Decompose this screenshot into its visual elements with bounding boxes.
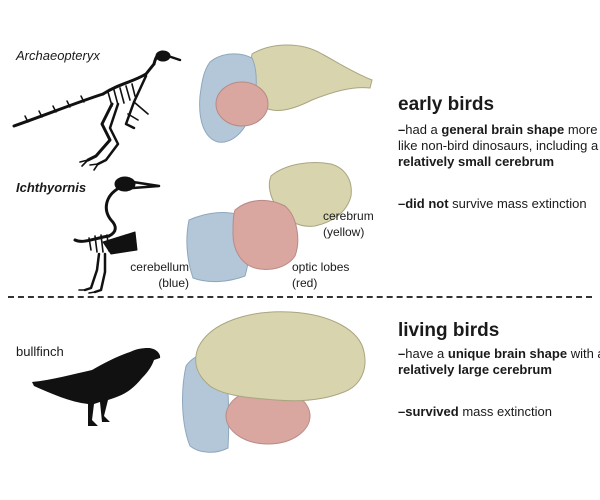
- optic-lobes-label: optic lobes (red): [292, 259, 349, 291]
- bold-part: relatively large cerebrum: [398, 362, 552, 377]
- bullfinch-label: bullfinch: [16, 344, 64, 359]
- ichthyornis-optic-lobes: [232, 200, 299, 270]
- bold-part: general brain shape: [441, 122, 565, 137]
- optic-lobes-color-text: (red): [292, 276, 318, 290]
- cerebellum-label: cerebellum (blue): [125, 259, 189, 291]
- ichthyornis-label: Ichthyornis: [16, 180, 87, 195]
- ichthyornis-brain: [186, 162, 352, 283]
- living-birds-bullet-2: –survived mass extinction: [398, 404, 552, 419]
- early-birds-heading: early birds: [398, 94, 495, 115]
- living-birds-heading: living birds: [398, 320, 500, 341]
- ichthyornis-skeleton-icon: [73, 176, 161, 294]
- bold-part: did not: [405, 196, 449, 211]
- early-birds-bullet-1: –had a general brain shape more like non…: [398, 122, 599, 169]
- text-part: mass extinction: [458, 404, 552, 419]
- optic-lobes-label-text: optic lobes: [292, 260, 350, 274]
- early-birds-bullet-2: –did not survive mass extinction: [398, 196, 587, 211]
- dashed-divider: [8, 296, 592, 298]
- bullfinch-brain: [182, 311, 366, 453]
- archaeopteryx-brain: [199, 44, 373, 143]
- bullfinch-cerebrum: [195, 311, 366, 402]
- text-part: with a: [570, 346, 600, 361]
- cerebrum-label-text: cerebrum: [323, 209, 374, 223]
- bullfinch-silhouette-icon: [32, 348, 161, 426]
- cerebrum-color-text: (yellow): [323, 225, 365, 239]
- archaeopteryx-label: Archaeopteryx: [16, 48, 100, 63]
- bold-part: unique brain shape: [447, 346, 568, 361]
- text-part: had a: [405, 122, 442, 137]
- bold-part: relatively small cerebrum: [398, 154, 555, 169]
- text-part: have a: [405, 346, 448, 361]
- cerebellum-label-text: cerebellum: [130, 260, 189, 274]
- cerebellum-color-text: (blue): [158, 276, 189, 290]
- bold-part: survived: [405, 404, 459, 419]
- archaeopteryx-skeleton-icon: [12, 50, 182, 171]
- text-part: more like non-bird dinosaurs, including …: [398, 122, 599, 153]
- archaeopteryx-optic-lobe: [215, 81, 269, 127]
- living-birds-bullet-1: –have a unique brain shape with a relati…: [398, 346, 600, 378]
- text-part: survive mass extinction: [448, 196, 587, 211]
- cerebrum-label: cerebrum (yellow): [323, 208, 374, 240]
